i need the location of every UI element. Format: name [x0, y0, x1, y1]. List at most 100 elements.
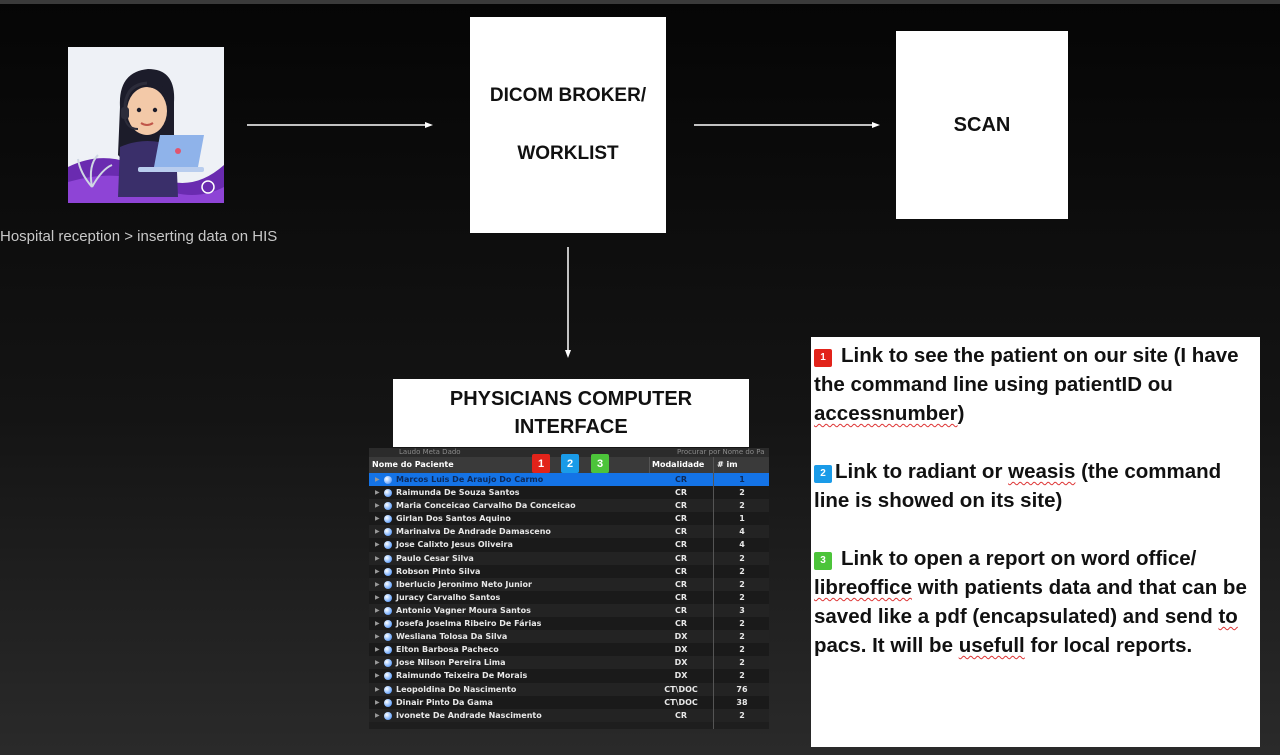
note-1-spellcheck-word: accessnumber [814, 402, 958, 425]
image-count-cell: 2 [739, 645, 745, 655]
study-status-icon [384, 567, 392, 576]
patient-name-cell: Elton Barbosa Pacheco [396, 645, 499, 655]
patient-name-cell: Leopoldina Do Nascimento [396, 684, 517, 694]
worklist-search-hint[interactable]: Procurar por Nome do Pa [677, 448, 765, 456]
column-header-name[interactable]: Nome do Paciente [372, 460, 454, 469]
badge-link-site-icon[interactable]: 1 [532, 454, 550, 473]
image-count-cell: 2 [739, 658, 745, 668]
expand-triangle-icon[interactable]: ▶ [375, 489, 380, 497]
modality-cell: DX [674, 658, 688, 668]
modality-cell: DX [674, 632, 688, 642]
modality-cell: CR [674, 579, 688, 589]
modality-cell: CR [674, 710, 688, 720]
image-count-cell: 2 [739, 501, 745, 511]
table-row[interactable]: ▶ Raimunda De Souza Santos CR 2 [369, 486, 769, 500]
image-count-cell: 4 [739, 527, 745, 537]
dicom-broker-worklist-box: DICOM BROKER/ WORKLIST [470, 17, 666, 233]
column-divider [649, 457, 650, 473]
expand-triangle-icon[interactable]: ▶ [375, 606, 380, 614]
image-count-cell: 38 [736, 697, 748, 707]
worklist-toolbar: Laudo Meta Dado Procurar por Nome do Pa [369, 448, 769, 457]
expand-triangle-icon[interactable]: ▶ [375, 659, 380, 667]
arrow-broker-to-physicians [565, 247, 571, 358]
expand-triangle-icon[interactable]: ▶ [375, 502, 380, 510]
study-status-icon [384, 580, 392, 589]
patient-name-cell: Paulo Cesar Silva [396, 553, 474, 563]
expand-triangle-icon[interactable]: ▶ [375, 515, 380, 523]
column-header-images[interactable]: # im [717, 460, 738, 469]
expand-triangle-icon[interactable]: ▶ [375, 580, 380, 588]
image-count-cell: 2 [739, 488, 745, 498]
image-count-cell: 2 [739, 566, 745, 576]
worklist-toolbar-tabs[interactable]: Laudo Meta Dado [399, 448, 461, 456]
note-3-spellcheck-word-2: to [1218, 605, 1238, 628]
table-row[interactable]: ▶ Paulo Cesar Silva CR 2 [369, 551, 769, 565]
badge-link-viewer-icon[interactable]: 2 [561, 454, 579, 473]
scan-box: SCAN [896, 31, 1068, 219]
expand-triangle-icon[interactable]: ▶ [375, 633, 380, 641]
patient-name-cell: Jose Nilson Pereira Lima [396, 658, 506, 668]
modality-cell: DX [674, 671, 688, 681]
study-status-icon [384, 698, 392, 707]
expand-triangle-icon[interactable]: ▶ [375, 672, 380, 680]
note-3-text-mid-2: pacs. It will be [814, 634, 959, 657]
expand-triangle-icon[interactable]: ▶ [375, 528, 380, 536]
expand-triangle-icon[interactable]: ▶ [375, 567, 380, 575]
modality-cell: CT\DOC [664, 684, 698, 694]
modality-cell: CR [674, 553, 688, 563]
modality-cell: CR [674, 592, 688, 602]
image-count-cell: 4 [739, 540, 745, 550]
image-count-cell: 2 [739, 592, 745, 602]
expand-triangle-icon[interactable]: ▶ [375, 685, 380, 693]
column-header-modality[interactable]: Modalidade [652, 460, 705, 469]
patient-name-cell: Jose Calixto Jesus Oliveira [396, 540, 513, 550]
patient-name-cell: Marcos Luis De Araujo Do Carmo [396, 475, 544, 484]
expand-triangle-icon[interactable]: ▶ [375, 620, 380, 628]
expand-triangle-icon[interactable]: ▶ [375, 711, 380, 719]
modality-cell: CR [674, 488, 688, 498]
table-row[interactable]: ▶ Jose Nilson Pereira Lima DX 2 [369, 656, 769, 670]
note-1-text: Link to see the patient on our site (I h… [814, 344, 1239, 396]
note-3-spellcheck-word: libreoffice [814, 576, 912, 599]
expand-triangle-icon[interactable]: ▶ [375, 698, 380, 706]
patient-worklist-table: Laudo Meta Dado Procurar por Nome do Pa … [369, 448, 769, 729]
badge-link-report-icon[interactable]: 3 [591, 454, 609, 473]
broker-title-line1: DICOM BROKER/ [489, 85, 647, 106]
expand-triangle-icon[interactable]: ▶ [375, 646, 380, 654]
patient-name-cell: Iberlucio Jeronimo Neto Junior [396, 579, 532, 589]
note-3-text-mid: with patients data and that can be saved… [814, 576, 1247, 628]
study-status-icon [384, 528, 392, 537]
patient-name-cell: Maria Conceicao Carvalho Da Conceicao [396, 501, 576, 511]
expand-triangle-icon[interactable]: ▶ [375, 476, 380, 483]
patient-name-cell: Raimundo Teixeira De Morais [396, 671, 528, 681]
expand-triangle-icon[interactable]: ▶ [375, 554, 380, 562]
expand-triangle-icon[interactable]: ▶ [375, 541, 380, 549]
patient-name-cell: Raimunda De Souza Santos [396, 488, 520, 498]
arrow-reception-to-broker [247, 122, 433, 128]
study-status-icon [384, 606, 392, 615]
expand-triangle-icon[interactable]: ▶ [375, 593, 380, 601]
image-count-cell: 2 [739, 553, 745, 563]
scan-label: SCAN [953, 113, 1011, 136]
